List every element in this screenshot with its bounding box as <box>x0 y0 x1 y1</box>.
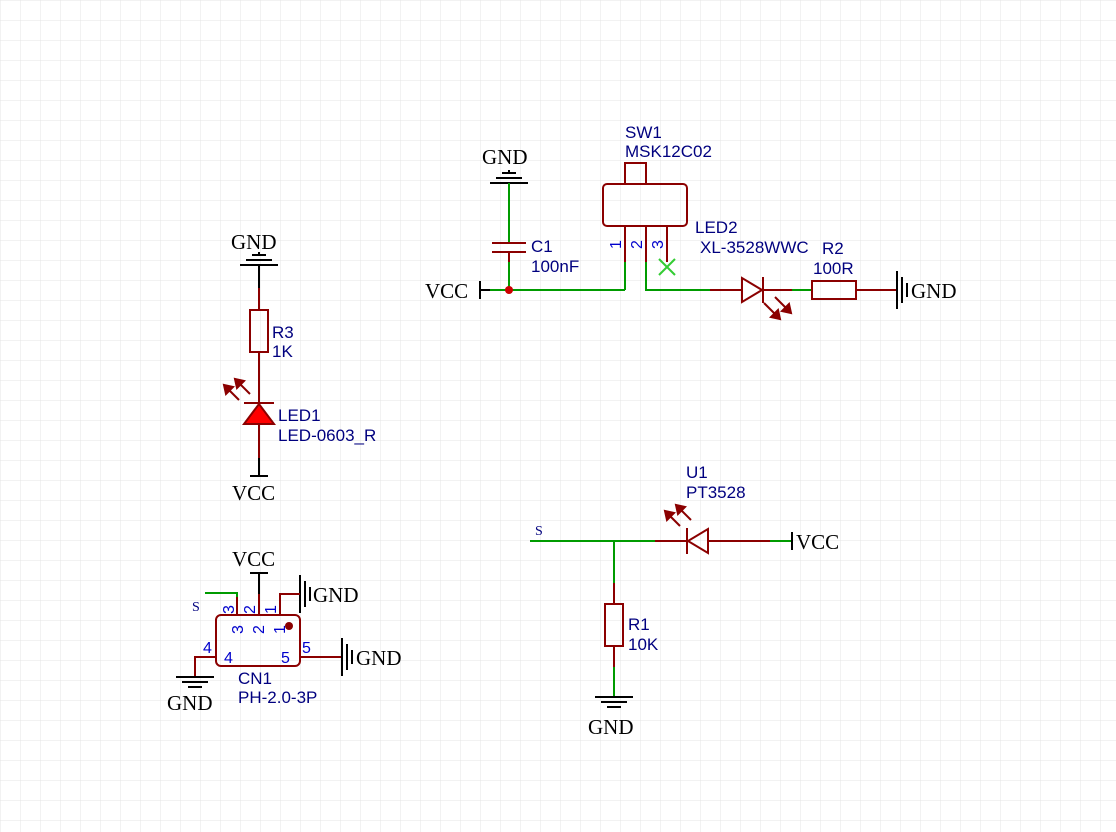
cn1-pin2-number: 2 <box>242 605 259 614</box>
r3-ref: R3 <box>272 323 294 342</box>
connector-cn1[interactable]: 3 2 1 3 2 1 4 5 4 5 CN1 PH-2.0-3P <box>203 594 317 707</box>
cn1-pin4-inner-number: 4 <box>224 650 233 667</box>
gnd-symbol-c1[interactable]: GND <box>482 145 528 184</box>
cn1-pin4-number: 4 <box>203 640 212 657</box>
u1-value: PT3528 <box>686 483 746 502</box>
net-label-vcc: VCC <box>232 481 275 505</box>
cn1-pin1-inner-number: 1 <box>272 625 289 634</box>
gnd-symbol-cn1-pin1[interactable]: GND <box>299 575 359 613</box>
vcc-port-u1[interactable]: VCC <box>791 530 839 554</box>
net-label-vcc: VCC <box>796 530 839 554</box>
led-led2[interactable]: LED2 XL-3528WWC <box>695 218 809 321</box>
cn1-pin3-inner-number: 3 <box>230 625 247 634</box>
cn1-pin5-inner-number: 5 <box>281 650 290 667</box>
c1-value: 100nF <box>531 257 579 276</box>
r3-value: 1K <box>272 342 293 361</box>
led2-value: XL-3528WWC <box>700 238 809 257</box>
net-label-gnd: GND <box>482 145 528 169</box>
wire-cn1-pin4-gnd[interactable] <box>194 656 216 677</box>
net-flag-s-u1[interactable]: S <box>530 524 614 542</box>
cn1-value: PH-2.0-3P <box>238 688 317 707</box>
vcc-port-cn1[interactable]: VCC <box>232 547 275 594</box>
u1-ref: U1 <box>686 463 708 482</box>
gnd-symbol-r2[interactable]: GND <box>896 271 957 309</box>
vcc-port-sw1[interactable]: VCC <box>425 279 490 303</box>
vcc-port-led1[interactable]: VCC <box>232 458 275 505</box>
resistor-r3[interactable]: R3 1K <box>249 288 294 403</box>
net-label-vcc: VCC <box>232 547 275 571</box>
net-label-gnd: GND <box>313 583 359 607</box>
cn1-pin1-number: 1 <box>263 605 280 614</box>
led1-value: LED-0603_R <box>278 426 376 445</box>
resistor-r1[interactable]: R1 10K <box>604 583 659 667</box>
pin1-marker <box>285 622 293 630</box>
junction-dot <box>505 286 513 294</box>
net-flag-s-cn1[interactable]: S <box>192 592 238 615</box>
led1-ref: LED1 <box>278 406 321 425</box>
resistor-r2[interactable]: R2 100R <box>811 239 857 300</box>
net-label-gnd: GND <box>167 691 213 715</box>
cn1-pin2-inner-number: 2 <box>251 625 268 634</box>
c1-ref: C1 <box>531 237 553 256</box>
gnd-symbol-r1[interactable]: GND <box>588 696 634 739</box>
net-label-s: S <box>535 524 543 539</box>
net-label-gnd: GND <box>588 715 634 739</box>
sw1-value: MSK12C02 <box>625 142 712 161</box>
gnd-symbol-cn1-pin5[interactable]: GND <box>341 638 402 676</box>
r2-ref: R2 <box>822 239 844 258</box>
net-label-gnd: GND <box>911 279 957 303</box>
r1-ref: R1 <box>628 615 650 634</box>
cn1-pin3-number: 3 <box>221 605 238 614</box>
r1-value: 10K <box>628 635 659 654</box>
net-label-gnd: GND <box>231 230 277 254</box>
cn1-ref: CN1 <box>238 669 272 688</box>
net-label-vcc: VCC <box>425 279 468 303</box>
r2-value: 100R <box>813 259 854 278</box>
led-led1[interactable]: LED1 LED-0603_R <box>222 377 376 458</box>
no-connect-marker <box>658 258 676 276</box>
net-label-gnd: GND <box>356 646 402 670</box>
net-label-s: S <box>192 600 200 615</box>
sw1-ref: SW1 <box>625 123 662 142</box>
switch-sw1[interactable]: 1 2 3 SW1 MSK12C02 <box>602 123 712 262</box>
wire-cn1-pin1-gnd[interactable] <box>279 593 300 615</box>
sw1-pin3-number: 3 <box>650 240 667 249</box>
led2-ref: LED2 <box>695 218 738 237</box>
wire-sw1-pin2-led2[interactable] <box>645 262 710 291</box>
cn1-pin5-number: 5 <box>302 640 311 657</box>
sw1-pin2-number: 2 <box>629 240 646 249</box>
capacitor-c1[interactable]: C1 100nF <box>492 237 579 276</box>
sw1-pin1-number: 1 <box>608 240 625 249</box>
gnd-symbol-cn1-pin4[interactable]: GND <box>167 676 214 715</box>
phototransistor-u1[interactable]: U1 PT3528 <box>655 463 770 555</box>
